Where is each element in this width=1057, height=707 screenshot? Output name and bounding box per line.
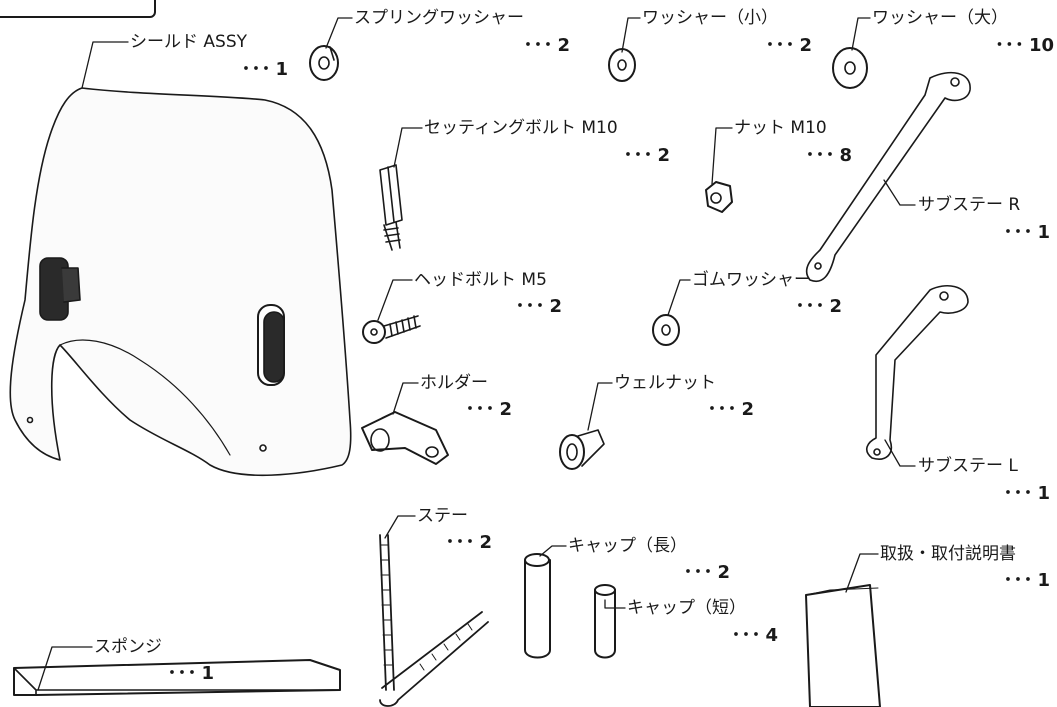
qty-prefix: ･･･ [765, 35, 796, 56]
label-washer-small: ワッシャー（小） [642, 8, 778, 28]
label-well-nut: ウェルナット [614, 373, 716, 393]
qty-nut: ･･･8 [805, 145, 852, 166]
label-manual: 取扱・取付説明書 [880, 544, 1016, 564]
well-nut-drawing [559, 429, 605, 470]
label-sub-stay-l: サブステー L [918, 456, 1018, 476]
qty-prefix: ･･･ [1003, 570, 1034, 591]
qty-prefix: ･･･ [1003, 222, 1034, 243]
qty-prefix: ･･･ [731, 625, 762, 646]
washer-large-drawing [832, 47, 868, 89]
sub-stay-l-drawing [865, 284, 969, 460]
setting-bolt-drawing [379, 164, 403, 251]
qty-prefix: ･･･ [805, 145, 836, 166]
qty-prefix: ･･･ [707, 399, 738, 420]
label-stay: ステー [417, 506, 468, 526]
sub-stay-r-drawing [805, 71, 971, 282]
label-sub-stay-r: サブステー R [918, 195, 1021, 215]
head-bolt-drawing [362, 315, 421, 344]
qty-prefix: ･･･ [515, 296, 546, 317]
qty-cap-short: ･･･4 [731, 625, 778, 646]
spring-washer-drawing [309, 45, 339, 81]
qty-sponge: ･･･1 [167, 663, 214, 684]
cap-short-drawing [594, 584, 616, 659]
qty-sub-stay-l: ･･･1 [1003, 483, 1050, 504]
qty-prefix: ･･･ [523, 35, 554, 56]
qty-head-bolt: ･･･2 [515, 296, 562, 317]
shield-assy-drawing [9, 87, 352, 477]
qty-setting-bolt: ･･･2 [623, 145, 670, 166]
label-holder: ホルダー [420, 373, 488, 393]
qty-prefix: ･･･ [1003, 483, 1034, 504]
leader-lines [37, 17, 916, 691]
label-spring-washer: スプリングワッシャー [354, 8, 524, 28]
section-badge [0, 0, 156, 18]
rubber-washer-drawing [652, 314, 680, 346]
stay-drawing [379, 534, 489, 707]
sponge-drawing [13, 659, 341, 696]
qty-stay: ･･･2 [445, 532, 492, 553]
qty-prefix: ･･･ [167, 663, 198, 684]
label-cap-long: キャップ（長） [568, 536, 687, 556]
qty-prefix: ･･･ [795, 296, 826, 317]
qty-prefix: ･･･ [465, 399, 496, 420]
qty-prefix: ･･･ [994, 35, 1025, 56]
qty-spring-washer: ･･･2 [523, 35, 570, 56]
qty-cap-long: ･･･2 [683, 562, 730, 583]
label-head-bolt: ヘッドボルト M5 [414, 270, 547, 290]
label-washer-large: ワッシャー（大） [872, 8, 1008, 28]
label-sponge: スポンジ [94, 637, 162, 657]
label-cap-short: キャップ（短） [627, 598, 746, 618]
qty-sub-stay-r: ･･･1 [1003, 222, 1050, 243]
qty-washer-large: ･･･10 [994, 35, 1054, 56]
qty-prefix: ･･･ [623, 145, 654, 166]
qty-shield-assy: ･･･1 [241, 59, 288, 80]
qty-rubber-washer: ･･･2 [795, 296, 842, 317]
qty-prefix: ･･･ [683, 562, 714, 583]
qty-prefix: ･･･ [445, 532, 476, 553]
washer-small-drawing [608, 48, 636, 82]
label-rubber-washer: ゴムワッシャー [692, 270, 811, 290]
label-shield-assy: シールド ASSY [130, 32, 247, 52]
holder-drawing [361, 411, 449, 465]
qty-washer-small: ･･･2 [765, 35, 812, 56]
label-setting-bolt: セッティングボルト M10 [424, 118, 618, 138]
nut-drawing [705, 181, 733, 213]
cap-long-drawing [524, 553, 551, 659]
qty-holder: ･･･2 [465, 399, 512, 420]
label-nut: ナット M10 [734, 118, 827, 138]
qty-prefix: ･･･ [241, 59, 272, 80]
qty-manual: ･･･1 [1003, 570, 1050, 591]
qty-well-nut: ･･･2 [707, 399, 754, 420]
manual-drawing [805, 584, 881, 707]
